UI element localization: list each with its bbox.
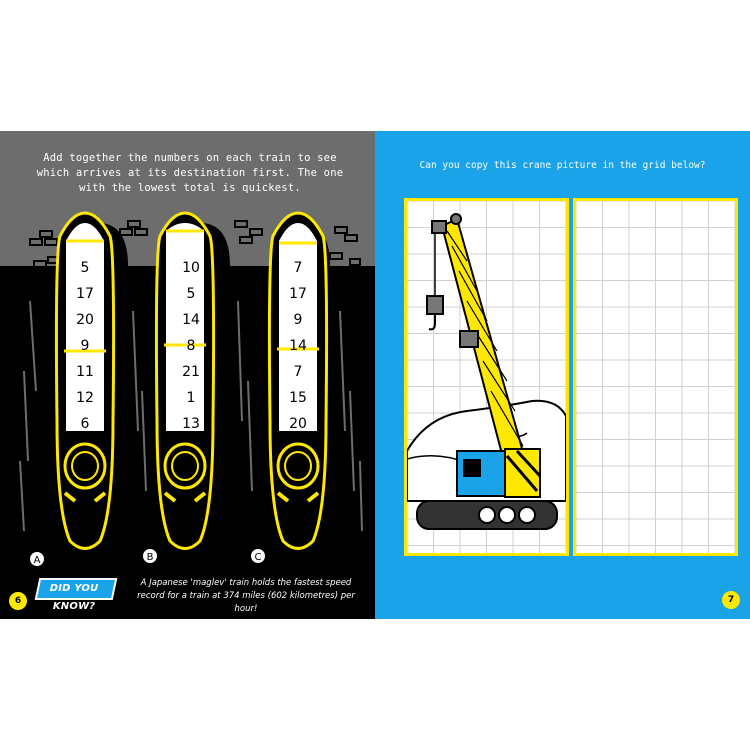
train-label: B xyxy=(147,552,154,563)
train-number: 12 xyxy=(76,390,94,406)
train-number: 17 xyxy=(76,286,94,302)
did-you-know-badge: DID YOU KNOW? xyxy=(34,578,118,612)
train-a xyxy=(30,211,116,566)
train-number: 9 xyxy=(294,312,303,328)
train-c-badge xyxy=(251,549,265,563)
train-number: 15 xyxy=(289,390,307,406)
crane-picture-panel xyxy=(404,198,569,556)
train-number: 7 xyxy=(294,260,303,276)
train-c xyxy=(251,211,329,563)
right-page: Can you copy this crane picture in the g… xyxy=(375,131,750,619)
train-label: C xyxy=(255,552,262,563)
train-number: 17 xyxy=(289,286,307,302)
train-number: 14 xyxy=(289,338,307,354)
train-number: 10 xyxy=(182,260,200,276)
train-number: 13 xyxy=(182,416,200,432)
fact-text: A Japanese 'maglev' train holds the fast… xyxy=(137,578,355,614)
train-labels: A B C xyxy=(34,552,262,566)
grid-right xyxy=(576,201,735,553)
train-number: 14 xyxy=(182,312,200,328)
train-number: 5 xyxy=(81,260,90,276)
train-numbers: 5 17 20 9 11 12 6 10 5 14 8 21 1 13 7 17 9 14 7 15 20 xyxy=(76,260,307,432)
book-spread: 5 17 20 9 11 12 6 10 5 14 8 21 1 13 7 17 9 14 7 15 20 A B C Ad… xyxy=(0,131,750,619)
blank-grid-panel[interactable] xyxy=(573,198,738,556)
train-number: 11 xyxy=(76,364,94,380)
page-number-left: 6 xyxy=(9,592,27,610)
train-label: A xyxy=(34,555,41,566)
train-number: 21 xyxy=(182,364,200,380)
blank-grid xyxy=(576,201,735,553)
crane-instruction: Can you copy this crane picture in the g… xyxy=(419,160,706,171)
train-a-badge xyxy=(30,552,44,566)
page-number-right: 7 xyxy=(722,591,740,609)
train-b-badge xyxy=(143,549,157,563)
train-number: 20 xyxy=(76,312,94,328)
speed-lines xyxy=(19,300,363,532)
train-number: 6 xyxy=(81,416,90,432)
train-b xyxy=(143,211,216,563)
tunnel-bricks xyxy=(29,220,361,268)
train-number: 9 xyxy=(81,338,90,354)
intro-text: Add together the numbers on each train t… xyxy=(36,152,344,194)
train-number: 20 xyxy=(289,416,307,432)
train-number: 5 xyxy=(187,286,196,302)
trains-illustration: 5 17 20 9 11 12 6 10 5 14 8 21 1 13 7 17 9 14 7 15 20 A B C xyxy=(0,131,375,566)
did-you-know-label: DID YOU KNOW? xyxy=(49,583,99,612)
train-number: 7 xyxy=(294,364,303,380)
crane-illustration xyxy=(407,201,566,553)
left-page: 5 17 20 9 11 12 6 10 5 14 8 21 1 13 7 17 9 14 7 15 20 A B C Ad… xyxy=(0,131,375,619)
train-number: 1 xyxy=(187,390,196,406)
train-number: 8 xyxy=(187,338,196,354)
tunnel-wall xyxy=(0,131,375,266)
